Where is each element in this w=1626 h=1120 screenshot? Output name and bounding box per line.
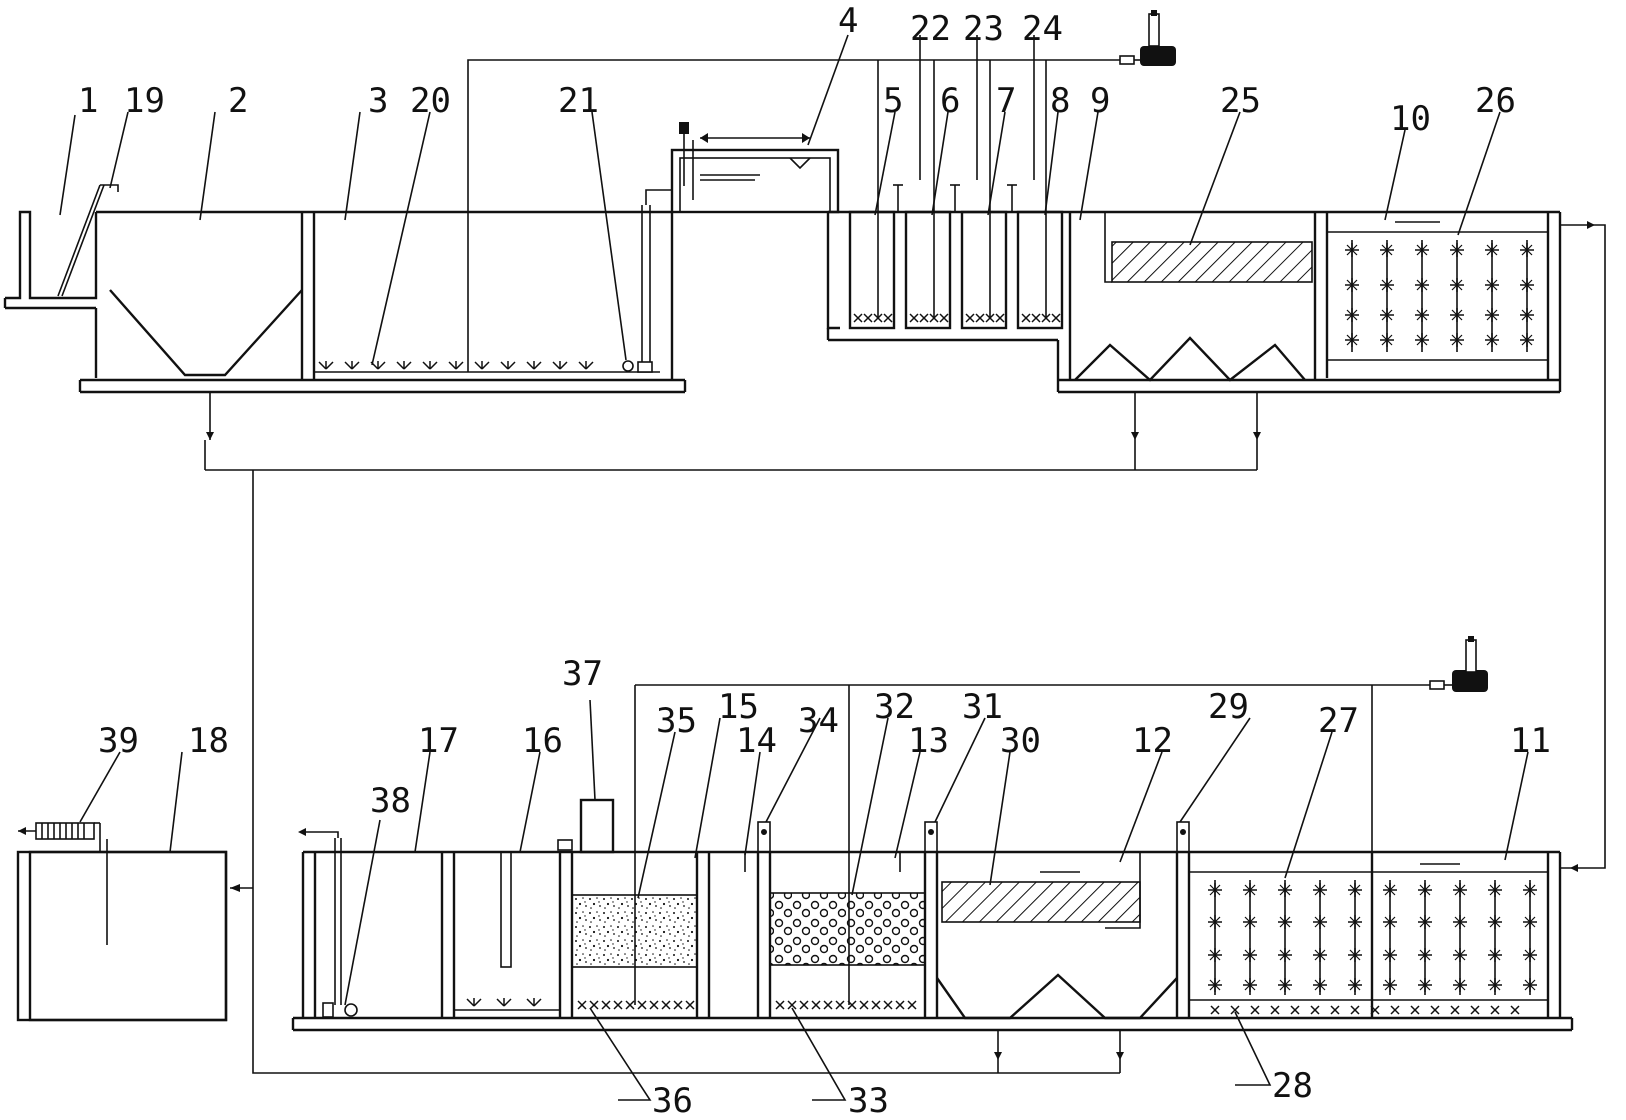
pump-icon bbox=[622, 189, 672, 373]
label-13: 13 bbox=[908, 721, 949, 761]
valve-icon bbox=[1176, 821, 1190, 853]
label-6: 6 bbox=[940, 81, 960, 121]
valve-icon bbox=[757, 821, 771, 853]
label-2: 2 bbox=[228, 81, 248, 121]
label-4: 4 bbox=[838, 1, 858, 41]
label-3: 3 bbox=[368, 81, 388, 121]
pump-icon bbox=[298, 828, 358, 1018]
reaction-cells-5-8 bbox=[848, 184, 1064, 330]
label-21: 21 bbox=[558, 81, 599, 121]
label-31: 31 bbox=[962, 687, 1003, 727]
label-5: 5 bbox=[883, 81, 903, 121]
sludge-line bbox=[204, 392, 1261, 1074]
label-23: 23 bbox=[963, 9, 1004, 49]
label-36: 36 bbox=[652, 1081, 693, 1120]
diffuser-grid-27 bbox=[1207, 880, 1538, 995]
label-30: 30 bbox=[1000, 721, 1041, 761]
label-24: 24 bbox=[1022, 9, 1063, 49]
sludge-line bbox=[994, 1030, 1124, 1073]
label-16: 16 bbox=[522, 721, 563, 761]
blower-icon bbox=[1119, 10, 1176, 66]
label-18: 18 bbox=[188, 721, 229, 761]
label-17: 17 bbox=[418, 721, 459, 761]
dosing-box-37 bbox=[579, 798, 615, 854]
blower-icon bbox=[1429, 636, 1488, 692]
label-22: 22 bbox=[910, 9, 951, 49]
air-flotation-unit-4 bbox=[670, 122, 840, 214]
label-12: 12 bbox=[1132, 721, 1173, 761]
label-14: 14 bbox=[736, 721, 777, 761]
filter-media-32 bbox=[769, 892, 926, 966]
inclined-tube-settler-25 bbox=[1111, 241, 1313, 283]
leader-lines bbox=[59, 34, 1529, 1101]
label-10: 10 bbox=[1390, 99, 1431, 139]
label-9: 9 bbox=[1090, 81, 1110, 121]
label-29: 29 bbox=[1208, 687, 1249, 727]
diffuser-grid-26 bbox=[1344, 240, 1535, 352]
label-32: 32 bbox=[874, 687, 915, 727]
bottom-process-line bbox=[16, 636, 1574, 1073]
top-air-pipes bbox=[467, 59, 1120, 372]
label-27: 27 bbox=[1318, 701, 1359, 741]
label-19: 19 bbox=[124, 81, 165, 121]
label-8: 8 bbox=[1050, 81, 1070, 121]
label-33: 33 bbox=[848, 1081, 889, 1120]
label-25: 25 bbox=[1220, 81, 1261, 121]
aerator-row-20 bbox=[318, 360, 594, 370]
label-7: 7 bbox=[996, 81, 1016, 121]
label-1: 1 bbox=[78, 81, 98, 121]
top-process-line bbox=[3, 10, 1606, 1074]
backwash-diffuser-33 bbox=[775, 1000, 917, 1010]
label-15: 15 bbox=[718, 687, 759, 727]
callout-labels: 1 19 2 3 20 21 4 5 6 7 8 9 22 23 24 25 1… bbox=[78, 1, 1551, 1120]
label-35: 35 bbox=[656, 701, 697, 741]
label-37: 37 bbox=[562, 654, 603, 694]
valve-icon bbox=[899, 821, 938, 872]
inclined-tube-settler-30 bbox=[941, 881, 1141, 923]
label-11: 11 bbox=[1510, 721, 1551, 761]
label-20: 20 bbox=[410, 81, 451, 121]
label-28: 28 bbox=[1272, 1066, 1313, 1106]
label-34: 34 bbox=[798, 701, 839, 741]
sludge-press-icon bbox=[18, 822, 108, 945]
screen-grille bbox=[57, 184, 101, 297]
label-39: 39 bbox=[98, 721, 139, 761]
bottom-air-pipes bbox=[635, 684, 1430, 852]
backwash-diffuser-36 bbox=[577, 1000, 695, 1010]
bottom-diffuser-28 bbox=[1210, 1005, 1520, 1015]
label-26: 26 bbox=[1475, 81, 1516, 121]
label-38: 38 bbox=[370, 781, 411, 821]
